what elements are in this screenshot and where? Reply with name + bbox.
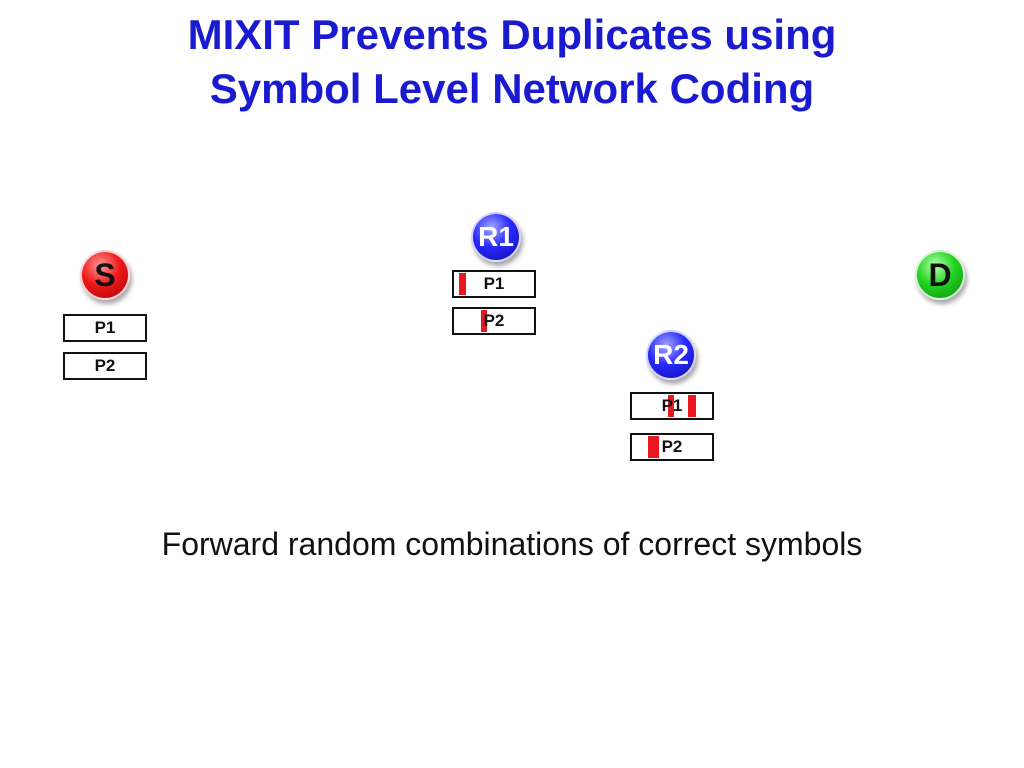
title-line-1: MIXIT Prevents Duplicates using [187,11,837,58]
source-node-label: S [94,256,116,293]
error-symbol-marker [481,310,487,332]
router2-packet-p1: P1 [630,392,714,420]
error-symbol-marker [459,273,466,295]
packet-label: P2 [661,437,683,456]
slide-caption: Forward random combinations of correct s… [161,526,863,562]
error-symbol-marker [648,436,659,458]
source-node: S [80,250,130,300]
router1-packet-p1: P1 [452,270,536,298]
packet-label: P1 [94,318,116,337]
packet-label: P2 [483,311,505,330]
packet-label: P2 [94,356,116,375]
router1-node-label: R1 [478,221,514,252]
router2-node: R2 [646,330,696,380]
router2-packet-p2: P2 [630,433,714,461]
router1-node: R1 [471,212,521,262]
title-line-2: Symbol Level Network Coding [209,65,815,112]
slide-title: MIXIT Prevents Duplicates using Symbol L… [0,8,1024,116]
error-symbol-marker [688,395,696,417]
router1-packet-p2: P2 [452,307,536,335]
packet-label: P1 [483,274,505,293]
source-packet-p1: P1 [63,314,147,342]
packet-label: P1 [661,396,683,415]
destination-node: D [915,250,965,300]
destination-node-label: D [928,256,952,293]
source-packet-p2: P2 [63,352,147,380]
router2-node-label: R2 [653,339,689,370]
error-symbol-marker [668,395,674,417]
